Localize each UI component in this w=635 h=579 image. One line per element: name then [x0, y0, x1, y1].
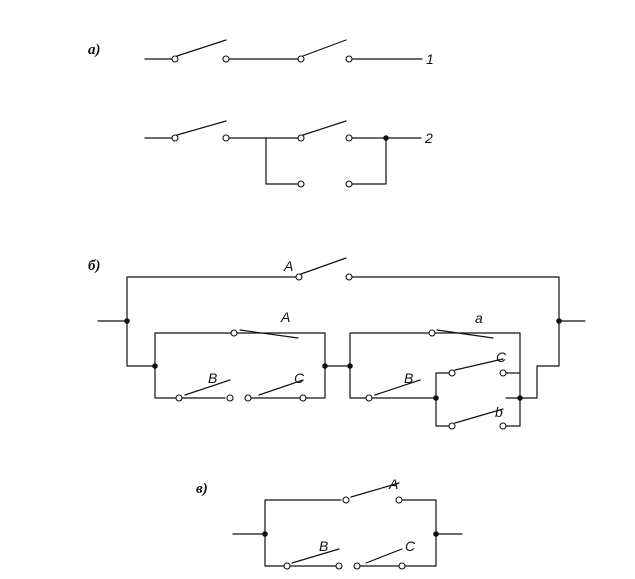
- switch-label-a: A: [283, 258, 293, 274]
- switch-blade: [184, 379, 231, 396]
- wire: [349, 332, 538, 427]
- circuit-a-line-2: 2: [144, 120, 433, 188]
- wire: [536, 320, 560, 367]
- contact: [398, 562, 406, 570]
- junction-node: [383, 135, 389, 141]
- line-number-2: 2: [424, 130, 433, 146]
- part-label-c: в): [196, 481, 208, 497]
- junction-node: [262, 531, 268, 537]
- wire: [97, 276, 586, 322]
- switch-blade: [239, 329, 299, 339]
- contact: [244, 394, 252, 402]
- contact: [345, 180, 353, 188]
- switch-label-b: B: [404, 370, 413, 386]
- contact: [230, 329, 238, 337]
- switch-blade: [300, 257, 347, 275]
- circuit-b-left-block: A B C: [154, 309, 351, 402]
- contact: [365, 394, 373, 402]
- switch-label-c: C: [294, 370, 305, 386]
- switch-label-a: A: [280, 309, 290, 325]
- contact: [295, 273, 303, 281]
- wire: [144, 137, 422, 185]
- part-label-a: а): [88, 42, 101, 58]
- circuit-c: в) A B C: [196, 476, 463, 570]
- switch-label-b: B: [319, 538, 328, 554]
- circuit-b-right-block: a B C b: [349, 310, 538, 430]
- contact: [299, 394, 307, 402]
- switch-label-c: C: [496, 349, 507, 365]
- contact: [297, 55, 305, 63]
- switch-label-a-lower: a: [475, 310, 483, 326]
- contact: [345, 55, 353, 63]
- contact: [428, 329, 436, 337]
- switch-blade: [365, 548, 403, 564]
- switch-label-b: B: [208, 370, 217, 386]
- contact: [395, 496, 403, 504]
- switch-blade: [258, 379, 304, 396]
- switch-label-a: A: [388, 476, 398, 492]
- junction-node: [433, 531, 439, 537]
- contact: [345, 134, 353, 142]
- contact: [335, 562, 343, 570]
- contact: [345, 273, 353, 281]
- switch-blade: [436, 329, 494, 339]
- wire: [232, 499, 463, 567]
- switch-blade: [302, 39, 347, 57]
- junction-node: [556, 318, 562, 324]
- contact: [297, 134, 305, 142]
- switch-blade: [291, 548, 340, 564]
- circuit-b: б) A A B C: [88, 257, 586, 430]
- contact: [171, 55, 179, 63]
- switch-label-b-lower: b: [495, 404, 503, 420]
- wire: [154, 332, 351, 399]
- junction-node: [517, 395, 523, 401]
- switch-label-c: C: [405, 538, 416, 554]
- part-label-b: б): [88, 258, 100, 274]
- switch-blade: [374, 379, 421, 396]
- contact: [222, 134, 230, 142]
- switch-blade: [454, 358, 504, 371]
- switch-blade: [302, 120, 347, 136]
- contact: [499, 422, 507, 430]
- switch-blade: [176, 39, 227, 57]
- contact: [448, 369, 456, 377]
- junction-node: [347, 363, 353, 369]
- contact: [171, 134, 179, 142]
- switch-blade: [454, 408, 504, 424]
- contact: [353, 562, 361, 570]
- contact: [226, 394, 234, 402]
- contact: [175, 394, 183, 402]
- switch-blade: [176, 120, 227, 136]
- contact: [297, 180, 305, 188]
- switch-blade: [350, 482, 400, 498]
- circuit-a-line-1: 1: [144, 39, 434, 67]
- junction-node: [322, 363, 328, 369]
- junction-node: [152, 363, 158, 369]
- junction-node: [124, 318, 130, 324]
- contact: [342, 496, 350, 504]
- contact: [448, 422, 456, 430]
- junction-node: [433, 395, 439, 401]
- line-number-1: 1: [426, 51, 434, 67]
- contact: [222, 55, 230, 63]
- circuit-a: а) 1 2: [88, 39, 434, 188]
- contact: [283, 562, 291, 570]
- wire: [126, 320, 156, 367]
- contact: [499, 369, 507, 377]
